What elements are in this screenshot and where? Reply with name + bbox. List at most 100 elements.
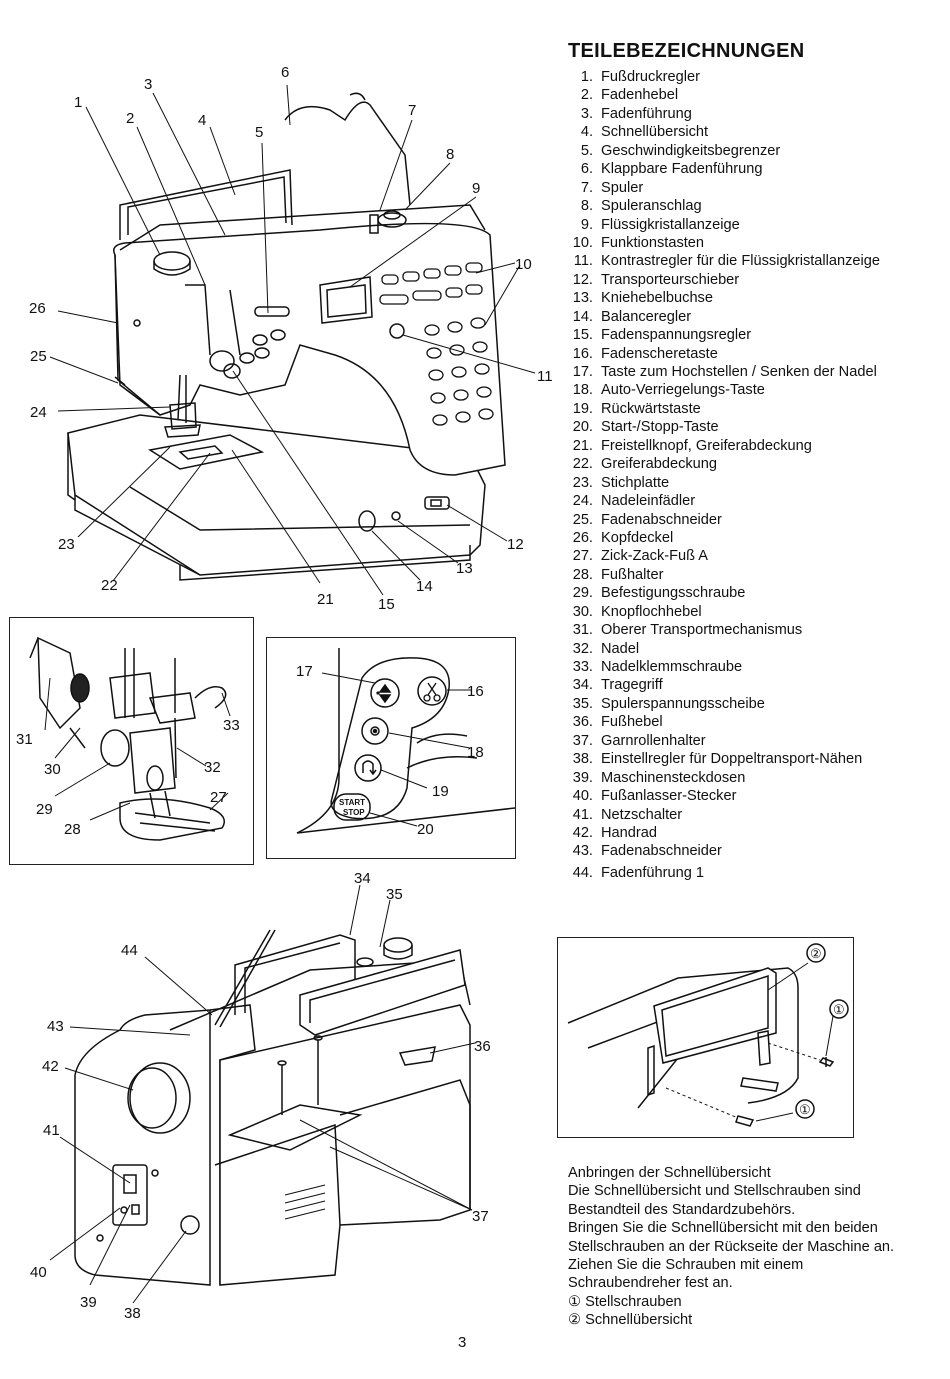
part-label: Taste zum Hochstellen / Senken der Nadel: [601, 364, 877, 380]
part-label: Funktionstasten: [601, 234, 705, 251]
part-number: 15.: [572, 327, 593, 344]
thread-cutter-button[interactable]: [417, 676, 447, 706]
part-label: Einstellregler für Doppeltransport-Nähen: [601, 751, 863, 768]
stop-label: STOP: [343, 808, 365, 817]
callout-41: 41: [43, 1122, 60, 1139]
part-label: Nadel: [601, 640, 640, 657]
part-number: 3.: [580, 105, 593, 122]
callout-2: 2: [126, 110, 134, 127]
callout-14: 14: [416, 578, 433, 595]
part-number: 38.: [572, 751, 593, 768]
part-number: 1.: [580, 69, 593, 85]
part-number: 10.: [572, 234, 593, 251]
notes-line: Bestandteil des Standardzubehörs.: [568, 1201, 796, 1218]
callout-26: 26: [29, 300, 46, 317]
part-number: 17.: [572, 364, 593, 380]
reverse-button[interactable]: [354, 754, 382, 782]
part-item: 22.Greiferabdeckung: [568, 455, 880, 473]
callout-4: 4: [198, 112, 206, 129]
callout-18: 18: [467, 744, 484, 761]
part-label: Netzschalter: [601, 806, 683, 823]
callout-31: 31: [16, 731, 33, 748]
part-label: Fußanlasser-Stecker: [601, 788, 737, 805]
callout-8: 8: [446, 146, 454, 163]
part-label: Fadenführung: [601, 105, 692, 122]
part-number: 13.: [572, 290, 593, 307]
part-number: 6.: [580, 161, 593, 178]
callout-33: 33: [223, 717, 240, 734]
part-label: Greiferabdeckung: [601, 456, 718, 473]
start-label: START: [339, 798, 365, 807]
part-number: 39.: [572, 769, 593, 786]
part-item: 10. Funktionstasten: [568, 234, 880, 252]
callout-7: 7: [408, 102, 416, 119]
part-label: Nadeleinfädler: [601, 493, 696, 510]
part-number: 36.: [572, 714, 593, 731]
part-number: 4.: [580, 124, 593, 141]
callout-44: 44: [121, 942, 138, 959]
callout-35: 35: [386, 886, 403, 903]
notes-line: Stellschrauben an der Rückseite der Masc…: [568, 1238, 895, 1255]
part-item: 26. Kopfdeckel: [568, 529, 880, 547]
part-number: 41.: [572, 806, 593, 823]
part-label: Fadenhebel: [601, 87, 679, 104]
callout-circled-1b: ①: [799, 1102, 811, 1117]
presser-foot-illustration: 27 28 29 30 31 32 33: [16, 636, 240, 841]
part-item: 39.Maschinensteckdosen: [568, 769, 880, 787]
legend-quick-reference: ② Schnellübersicht: [568, 1312, 693, 1329]
attachment-detail-panel: ② ① ①: [557, 937, 854, 1138]
part-number: 24.: [572, 493, 593, 510]
part-number: 34.: [572, 677, 593, 694]
callout-40: 40: [30, 1264, 47, 1281]
callout-39: 39: [80, 1294, 97, 1311]
presser-foot-detail-panel: 27 28 29 30 31 32 33: [9, 617, 254, 865]
part-item: 40.Fußanlasser-Stecker: [568, 787, 880, 805]
part-item: 8.Spuleranschlag: [568, 197, 880, 215]
part-number: 11.: [573, 253, 593, 270]
start-stop-button[interactable]: [333, 793, 371, 821]
part-number: 33.: [572, 659, 593, 675]
callout-11: 11: [537, 368, 553, 385]
part-item: 2. Fadenhebel: [568, 86, 880, 104]
part-label: Schnellübersicht: [601, 124, 709, 141]
part-item: 18.Auto-Verriegelungs-Taste: [568, 381, 880, 399]
callout-10: 10: [515, 256, 532, 273]
callout-20: 20: [417, 821, 434, 838]
part-item: 29.Befestigungsschraube: [568, 584, 880, 602]
part-item: 32.Nadel: [568, 640, 880, 658]
part-item: 14.Balanceregler: [568, 308, 880, 326]
part-number: 35.: [572, 695, 593, 712]
attachment-illustration: ② ① ①: [567, 943, 849, 1127]
auto-lock-button[interactable]: [361, 717, 389, 745]
part-item: 5.Geschwindigkeitsbegrenzer: [568, 142, 880, 160]
button-panel-illustration: 17 16 18 19 20 START STOP: [296, 648, 516, 838]
callout-17: 17: [296, 663, 313, 680]
part-label: Freistellknopf, Greiferabdeckung: [601, 437, 812, 454]
sewing-machine-front-illustration: 1 2 3 4 5 6 7 8 9 10 11 12 13 14 15 21 2…: [29, 64, 553, 613]
part-number: 12.: [572, 271, 593, 288]
part-item: 4. Schnellübersicht: [568, 123, 880, 141]
part-item: 38. Einstellregler für Doppeltransport-Nä…: [568, 750, 880, 768]
part-item: 16.Fadenscheretaste: [568, 345, 880, 363]
notes-line: Schraubendreher fest an.: [568, 1275, 733, 1292]
part-number: 8.: [580, 198, 593, 215]
part-number: 7.: [580, 179, 593, 196]
part-item: 33.Nadelklemmschraube: [568, 658, 880, 676]
part-item: 21.Freistellknopf, Greiferabdeckung: [568, 437, 880, 455]
part-label: Fadenabschneider: [601, 843, 722, 860]
callout-circled-1a: ①: [833, 1002, 845, 1017]
part-item: 17. Taste zum Hochstellen / Senken der Na…: [568, 363, 880, 381]
part-number: 2.: [580, 87, 593, 104]
part-item: 44.Fadenführung 1: [568, 864, 880, 882]
part-label: Kopfdeckel: [601, 529, 674, 546]
callout-15: 15: [378, 596, 395, 613]
callout-circled-2: ②: [810, 946, 822, 961]
callout-27: 27: [210, 789, 227, 806]
reverse-arrow-icon: [362, 760, 374, 773]
part-number: 20.: [572, 419, 593, 436]
part-label: Balanceregler: [601, 308, 692, 325]
part-number: 26.: [572, 529, 593, 546]
needle-up-down-button[interactable]: [370, 678, 400, 708]
callout-24: 24: [30, 404, 47, 421]
callout-37: 37: [472, 1208, 489, 1225]
